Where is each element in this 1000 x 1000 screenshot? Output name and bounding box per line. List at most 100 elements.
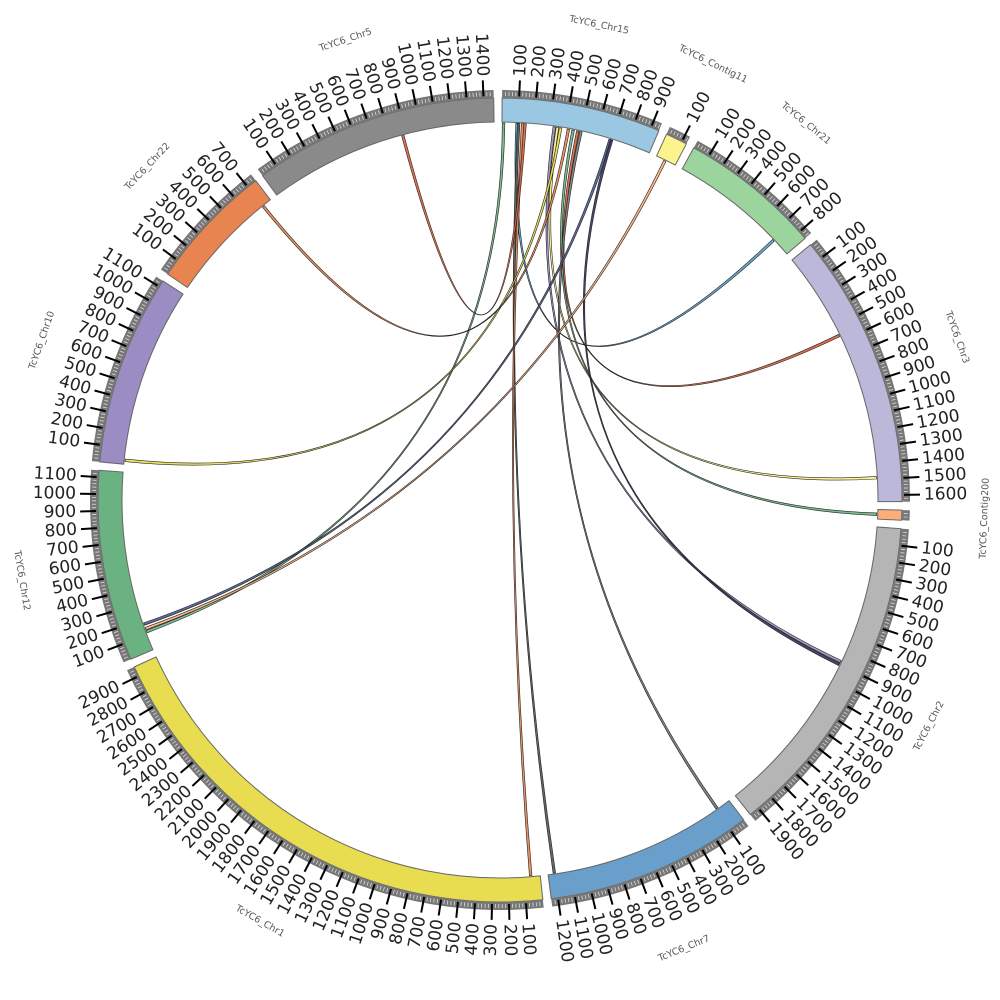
minor-tick <box>438 96 440 101</box>
chromosome-tcyc6-chr15[interactable] <box>501 97 660 154</box>
minor-tick <box>676 132 679 137</box>
minor-tick <box>152 712 157 716</box>
minor-tick <box>781 788 786 793</box>
minor-tick <box>869 663 874 666</box>
minor-tick <box>220 202 224 206</box>
minor-tick <box>881 631 886 634</box>
link-tcyc6-chr15-to-tcyc6-chr7[interactable] <box>557 131 719 810</box>
tick-label: 1400 <box>471 33 493 77</box>
chromosome-name-label: TcYC6_Chr5 <box>317 26 373 54</box>
minor-tick <box>99 574 104 577</box>
major-tick <box>90 406 107 413</box>
major-tick <box>134 291 150 302</box>
major-tick <box>607 888 614 905</box>
minor-tick <box>411 101 413 106</box>
major-tick <box>897 423 914 429</box>
minor-tick <box>693 854 696 859</box>
scale-band-tcyc6-chr10 <box>91 276 163 462</box>
minor-tick <box>734 167 738 172</box>
major-tick <box>681 124 691 141</box>
link-tcyc6-chr15-to-tcyc6-chr12[interactable] <box>145 122 506 634</box>
minor-tick <box>191 232 196 236</box>
chromosome-tcyc6-contig200[interactable] <box>876 508 903 521</box>
minor-tick <box>890 395 895 398</box>
major-tick <box>876 643 893 652</box>
minor-tick <box>101 588 106 591</box>
minor-tick <box>187 237 191 241</box>
minor-tick <box>203 777 207 781</box>
major-tick <box>858 306 874 316</box>
minor-tick <box>899 439 904 441</box>
minor-tick <box>881 366 886 369</box>
major-tick <box>882 627 899 635</box>
minor-tick <box>314 136 317 141</box>
minor-tick <box>897 429 902 431</box>
minor-tick <box>706 149 709 154</box>
link-tcyc6-chr15-to-tcyc6-chr5[interactable] <box>401 123 527 316</box>
minor-tick <box>315 860 319 865</box>
tick-label: 400 <box>462 923 484 957</box>
major-tick <box>118 323 134 332</box>
minor-tick <box>136 682 141 686</box>
chromosome-tcyc6-contig11[interactable] <box>655 133 688 166</box>
minor-tick <box>220 794 224 798</box>
major-tick <box>639 878 648 895</box>
minor-tick <box>820 745 825 749</box>
chromosome-tcyc6-chr2[interactable] <box>734 526 902 816</box>
link-tcyc6-chr15-to-tcyc6-chr1[interactable] <box>512 123 533 877</box>
minor-tick <box>756 184 760 189</box>
minor-tick <box>361 115 364 120</box>
minor-tick <box>300 852 304 857</box>
minor-tick <box>225 197 229 202</box>
minor-tick <box>235 188 239 193</box>
chromosome-tcyc6-chr1[interactable] <box>133 656 544 903</box>
tick-label: 200 <box>528 44 551 78</box>
link-tcyc6-chr15-to-tcyc6-chr22[interactable] <box>262 128 571 337</box>
chromosome-tcyc6-chr22[interactable] <box>166 179 272 289</box>
chromosome-tcyc6-chr12[interactable] <box>97 469 154 660</box>
link-tcyc6-chr15-to-tcyc6-chr2[interactable] <box>545 126 842 664</box>
minor-tick <box>826 259 831 263</box>
minor-tick <box>890 602 895 605</box>
minor-tick <box>638 116 641 121</box>
minor-tick <box>643 877 646 882</box>
major-tick <box>122 676 138 685</box>
minor-tick <box>160 723 165 727</box>
major-tick <box>83 441 100 446</box>
minor-tick <box>108 614 113 617</box>
minor-tick <box>674 863 678 868</box>
minor-tick <box>648 120 651 125</box>
major-tick <box>82 544 99 548</box>
minor-tick <box>753 813 758 818</box>
chromosome-tcyc6-chr21[interactable] <box>681 147 806 255</box>
link-tcyc6-contig11-to-tcyc6-chr12[interactable] <box>144 159 667 631</box>
minor-tick <box>567 898 570 903</box>
major-tick <box>196 208 210 221</box>
major-tick <box>216 798 230 812</box>
minor-tick <box>227 801 232 805</box>
link-tcyc6-chr15-to-tcyc6-chr12[interactable] <box>143 138 612 626</box>
minor-tick <box>241 184 245 188</box>
chromosome-tcyc6-chr7[interactable] <box>547 799 745 900</box>
minor-tick <box>891 599 896 601</box>
minor-tick <box>369 882 372 887</box>
tick-label: 200 <box>917 556 952 581</box>
link-tcyc6-chr15-to-tcyc6-chr10[interactable] <box>124 127 563 466</box>
link-tcyc6-chr15-to-tcyc6-chr21[interactable] <box>514 123 775 347</box>
link-tcyc6-chr15-to-tcyc6-chr2[interactable] <box>583 139 841 666</box>
minor-tick <box>771 198 776 202</box>
chromosome-name-label: TcYC6_Contig11 <box>676 42 749 85</box>
minor-tick <box>193 767 198 771</box>
minor-tick <box>900 555 905 557</box>
link-tcyc6-chr15-to-tcyc6-chr3[interactable] <box>548 126 877 481</box>
minor-tick <box>838 276 842 280</box>
minor-tick <box>816 245 820 250</box>
minor-tick <box>417 100 420 105</box>
chromosome-tcyc6-chr3[interactable] <box>791 244 903 503</box>
major-tick <box>568 86 574 103</box>
minor-tick <box>176 746 181 750</box>
minor-tick <box>769 195 773 200</box>
minor-tick <box>139 688 144 692</box>
minor-tick <box>109 380 114 382</box>
minor-tick <box>818 248 822 252</box>
